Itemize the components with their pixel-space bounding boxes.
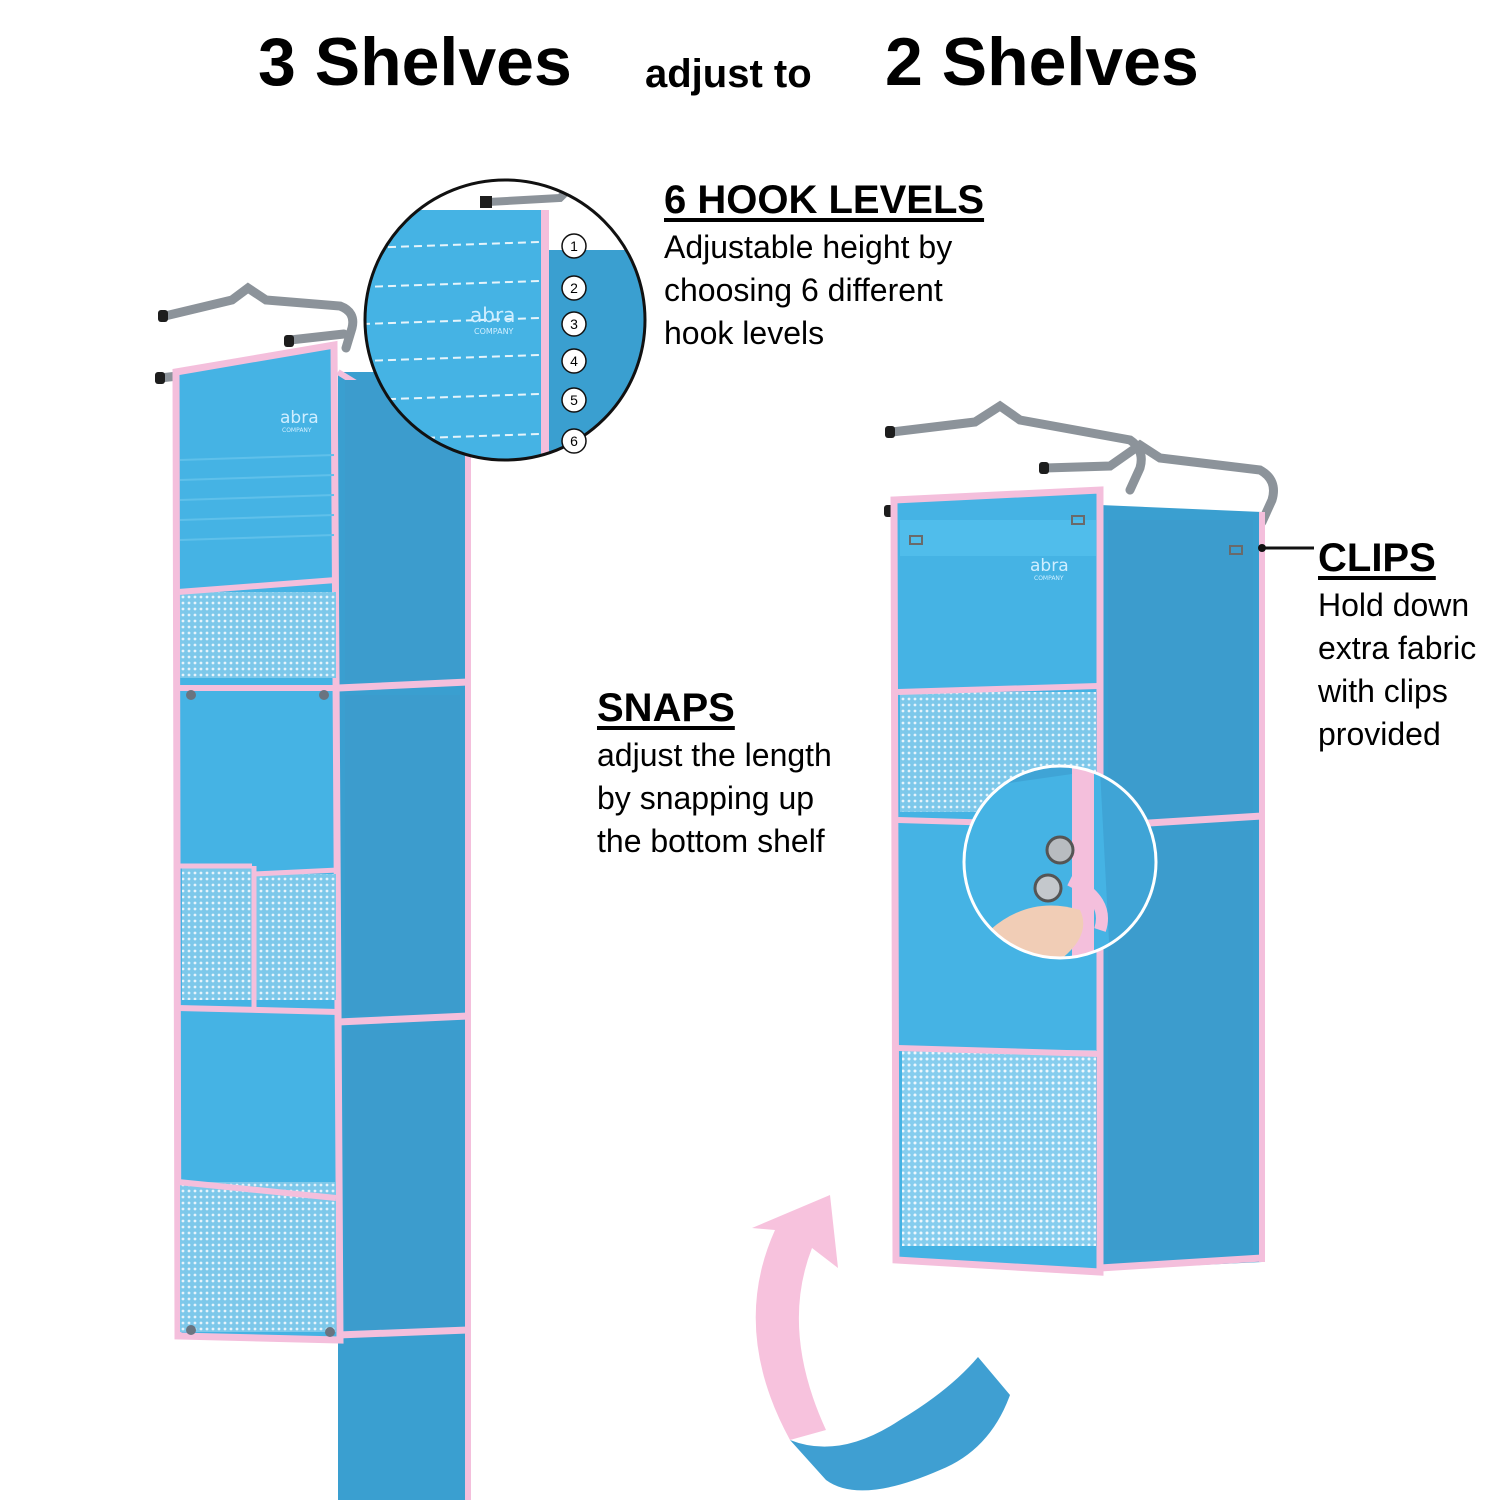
hook-level-3: 3 (570, 316, 578, 332)
hook-levels-line-3: hook levels (664, 315, 825, 351)
hook-level-2: 2 (570, 280, 578, 296)
hook-levels-line-1: Adjustable height by (664, 229, 953, 265)
clips-line-2: extra fabric (1318, 630, 1477, 666)
three-shelf-organizer: abra COMPANY (155, 282, 471, 1500)
title-two-shelves: 2 Shelves (885, 24, 1199, 100)
snaps-line-1: adjust the length (597, 737, 832, 773)
svg-text:COMPANY: COMPANY (474, 327, 514, 336)
hook-levels-callout: 6 HOOK LEVELS Adjustable height by choos… (664, 178, 984, 355)
curved-arrow (752, 1195, 1010, 1491)
svg-text:COMPANY: COMPANY (1034, 575, 1064, 582)
hook-levels-heading: 6 HOOK LEVELS (664, 178, 985, 222)
snaps-line-3: the bottom shelf (597, 823, 825, 859)
clips-line-1: Hold down (1318, 587, 1470, 623)
two-shelf-organizer: abra COMPANY (884, 400, 1278, 1276)
clips-line-4: provided (1318, 716, 1441, 752)
svg-text:abra: abra (470, 303, 515, 327)
snaps-callout: SNAPS adjust the length by snapping up t… (597, 686, 832, 863)
hook-level-6: 6 (570, 433, 578, 449)
brand-logo-right: abra (1030, 556, 1069, 576)
snaps-line-2: by snapping up (597, 780, 815, 816)
snap-detail-zoom (962, 764, 1158, 960)
svg-text:COMPANY: COMPANY (282, 427, 312, 434)
clip-icons (909, 515, 1243, 555)
hook-level-5: 5 (570, 392, 578, 408)
title-adjust-to: adjust to (645, 52, 812, 96)
clips-line-3: with clips (1318, 673, 1448, 709)
hook-levels-line-2: choosing 6 different (664, 272, 943, 308)
brand-logo-left: abra (280, 408, 319, 428)
clips-callout: CLIPS Hold down extra fabric with clips … (1318, 536, 1476, 756)
hook-level-1: 1 (570, 238, 578, 254)
snaps-heading: SNAPS (597, 686, 735, 730)
hook-levels-zoom: abra COMPANY 1 2 3 4 5 6 (363, 178, 647, 462)
clips-heading: CLIPS (1318, 536, 1436, 580)
title-three-shelves: 3 Shelves (258, 24, 572, 100)
hook-level-4: 4 (570, 353, 578, 369)
hook-level-markers: 1 2 3 4 5 6 (561, 233, 587, 454)
